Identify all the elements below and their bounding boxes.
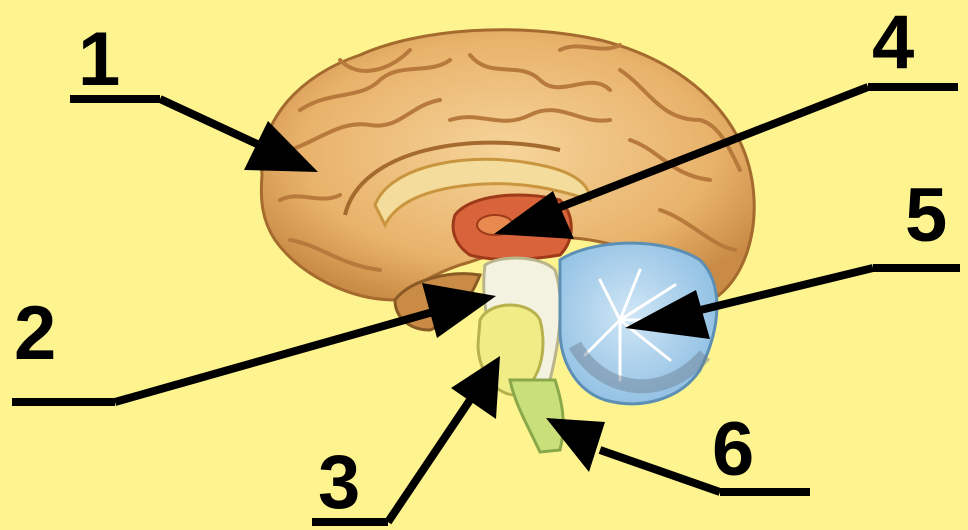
label-2: 2	[14, 296, 56, 372]
arrowhead-3	[451, 356, 500, 419]
label-1: 1	[78, 22, 120, 98]
label-5: 5	[905, 178, 947, 254]
label-6: 6	[712, 412, 754, 488]
label-3: 3	[318, 445, 360, 521]
label-4: 4	[872, 5, 914, 81]
medulla	[510, 380, 563, 452]
